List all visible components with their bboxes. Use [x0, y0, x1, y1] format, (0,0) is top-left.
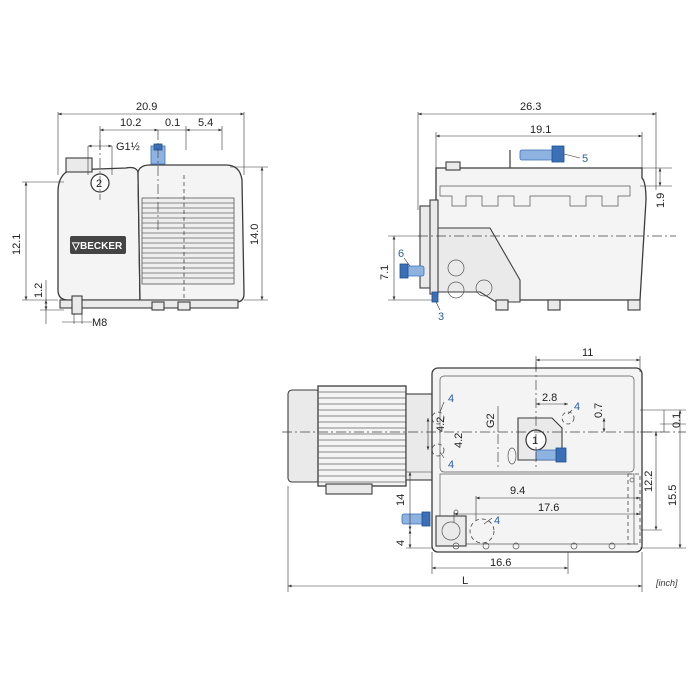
side-foot-3	[627, 299, 641, 311]
dim-10-2: 10.2	[120, 117, 141, 129]
dim-12-2: 12.2	[643, 471, 655, 492]
dim-5-4: 5.4	[198, 117, 213, 129]
dim-17-6: 17.6	[538, 502, 559, 514]
dim-12-1: 12.1	[11, 234, 23, 255]
callout-4-d: 4	[494, 515, 500, 527]
side-valve-5	[519, 145, 565, 163]
svg-text:▽: ▽	[71, 241, 80, 252]
dim-4-2-b: 4.2	[453, 433, 465, 448]
dim-1-2: 1.2	[33, 283, 45, 298]
side-valve-3	[431, 291, 439, 303]
unit-label: [inch]	[655, 578, 678, 588]
motor-end-cap	[287, 389, 321, 483]
dim-1-9: 1.9	[655, 193, 667, 208]
dim-m8: M8	[92, 317, 107, 329]
front-top-fitting	[65, 157, 93, 173]
brand-plate	[70, 236, 126, 254]
callout-4-b: 4	[448, 459, 454, 471]
dim-11: 11	[582, 347, 593, 359]
front-foot-2	[177, 301, 191, 311]
dim-0-7: 0.7	[593, 403, 605, 418]
side-port-right	[475, 279, 493, 297]
callout-4-a: 4	[448, 393, 454, 405]
front-grille	[141, 197, 235, 285]
front-base	[59, 299, 239, 309]
side-top-fitting	[445, 161, 461, 171]
callout-2: 2	[96, 178, 102, 190]
pump-lower-panel	[439, 473, 635, 545]
side-view: 26.3 19.1 1.9 7.1 5 6 3	[379, 101, 676, 323]
motor-body	[317, 385, 407, 487]
dim-2-8: 2.8	[542, 392, 557, 404]
dim-7-1: 7.1	[379, 265, 391, 280]
front-foot-bolt	[71, 295, 83, 315]
dim-16-6: 16.6	[490, 557, 511, 569]
callout-4-c: 4	[574, 401, 580, 413]
callout-6: 6	[398, 248, 404, 260]
top-left-port	[435, 515, 467, 547]
top-left-valve	[401, 511, 431, 527]
dim-19-1: 19.1	[530, 124, 551, 136]
brand-label: BECKER	[80, 241, 123, 252]
side-ribs	[439, 185, 631, 207]
top-small-port	[507, 447, 517, 465]
callout-5: 5	[582, 153, 588, 165]
dim-0-1: 0.1	[165, 117, 180, 129]
dim-4: 4	[395, 540, 407, 546]
motor-fins	[318, 391, 406, 483]
top-bolts	[452, 477, 635, 550]
dim-26-3: 26.3	[520, 101, 541, 113]
motor-flange	[405, 393, 435, 481]
dim-14: 14	[395, 494, 407, 506]
dim-15-5: 15.5	[667, 485, 679, 506]
side-valve-6	[399, 263, 425, 279]
dim-9-4: 9.4	[510, 485, 525, 497]
top-blue-valve	[535, 447, 567, 463]
dim-g2: G2	[485, 413, 497, 428]
side-foot-1	[495, 299, 509, 311]
dim-L: L	[462, 575, 468, 587]
dim-20-9: 20.9	[136, 101, 157, 113]
side-port-upper	[447, 259, 465, 277]
dim-14-0: 14.0	[249, 224, 261, 245]
dim-0-1-top: 0.1	[671, 413, 683, 428]
side-port-lower	[447, 281, 465, 299]
callout-3: 3	[438, 311, 444, 323]
motor-terminal-box	[325, 483, 373, 495]
callout-1: 1	[532, 435, 538, 447]
front-housing	[57, 166, 141, 301]
side-foot-2	[547, 299, 561, 311]
top-view: 1 11	[282, 347, 686, 592]
side-flange-ring	[429, 199, 439, 295]
dim-4-2-a: 4.2	[435, 417, 447, 432]
front-foot-1	[151, 301, 165, 311]
front-view: BECKER ▽ 2 20.9 10.2 0.1 5.4 G1½	[11, 101, 268, 329]
dim-g1-half: G1½	[116, 141, 140, 153]
